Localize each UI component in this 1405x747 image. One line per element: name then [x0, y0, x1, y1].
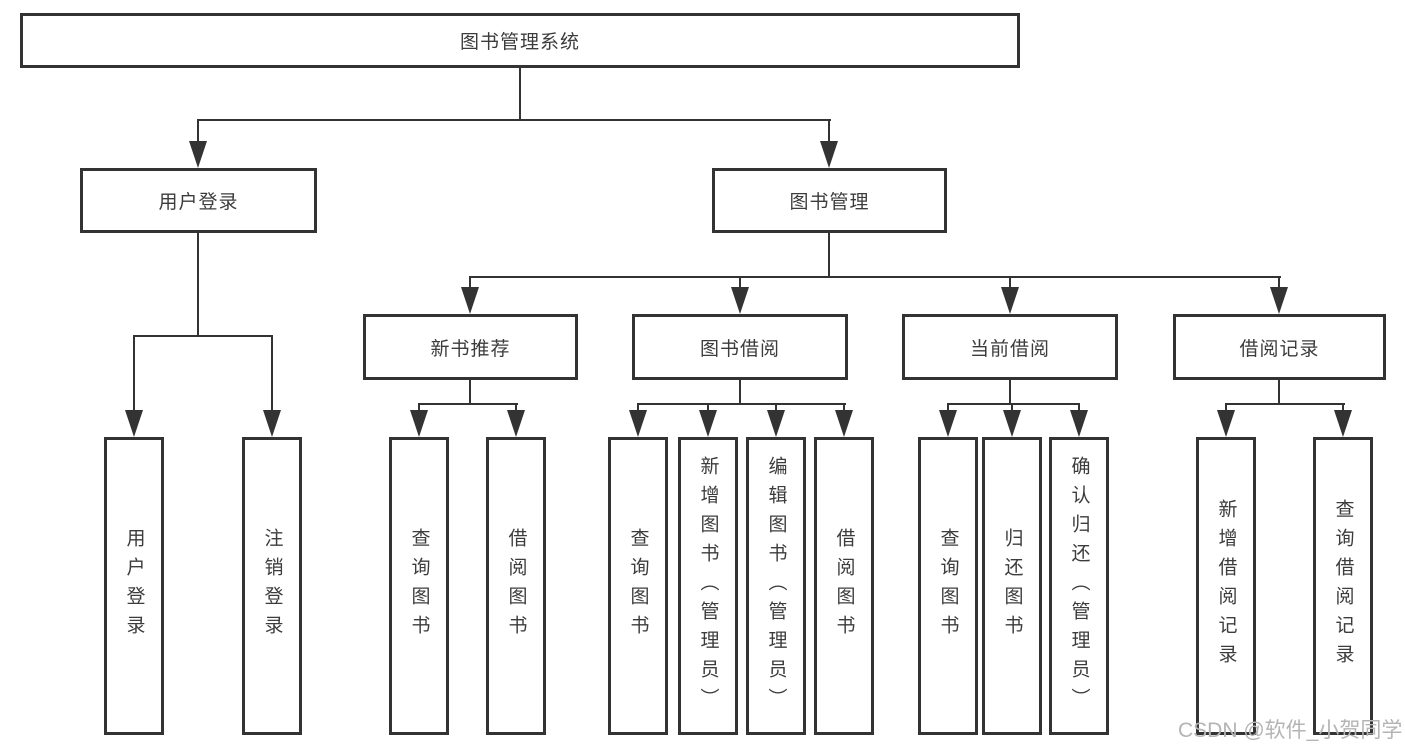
node-root-label: 图书管理系统 — [459, 32, 580, 53]
arrow-down — [461, 287, 479, 314]
connector-vline — [1009, 380, 1011, 405]
connector-vline — [133, 335, 135, 413]
arrow-down — [1217, 410, 1235, 437]
arrow-down — [767, 410, 785, 437]
leaf-query-books-borrowing-label: 查询图书 — [627, 528, 649, 644]
leaf-confirm-return-admin: 确认归还（管理员） — [1049, 437, 1109, 735]
connector-vline — [1278, 380, 1280, 405]
connector-vline — [271, 335, 273, 413]
leaf-add-book-admin-label: 新增图书（管理员） — [697, 455, 719, 717]
leaf-query-books-borrowing: 查询图书 — [608, 437, 668, 735]
connector-vline — [947, 403, 949, 413]
node-user-login: 用户登录 — [80, 168, 317, 233]
connector-vline — [418, 403, 420, 413]
connector-hline — [1225, 403, 1345, 405]
arrow-down — [835, 410, 853, 437]
connector-hline — [469, 276, 1281, 278]
node-current-borrowing-label: 当前借阅 — [969, 338, 1050, 360]
arrow-down — [731, 287, 749, 314]
leaf-return-book-label: 归还图书 — [1001, 528, 1023, 644]
connector-vline — [1225, 403, 1227, 413]
node-root: 图书管理系统 — [20, 13, 1020, 68]
connector-vline — [519, 67, 521, 120]
leaf-edit-book-admin: 编辑图书（管理员） — [746, 437, 806, 735]
connector-vline — [739, 276, 741, 290]
connector-vline — [469, 380, 471, 405]
arrow-down — [189, 141, 207, 168]
arrow-down — [1070, 410, 1088, 437]
connector-hline — [947, 403, 1080, 405]
leaf-query-books-recommend-label: 查询图书 — [408, 528, 430, 644]
leaf-return-book: 归还图书 — [982, 437, 1042, 735]
arrow-down — [263, 410, 281, 437]
arrow-down — [1334, 410, 1352, 437]
arrow-down — [1003, 410, 1021, 437]
arrow-down — [507, 410, 525, 437]
arrow-down — [629, 410, 647, 437]
connector-vline — [1009, 276, 1011, 290]
leaf-add-book-admin: 新增图书（管理员） — [678, 437, 738, 735]
leaf-user-login: 用户登录 — [104, 437, 164, 735]
connector-hline — [197, 119, 831, 121]
connector-vline — [637, 403, 639, 413]
connector-vline — [515, 403, 517, 413]
connector-vline — [843, 403, 845, 413]
arrow-down — [1001, 287, 1019, 314]
node-borrowing-records: 借阅记录 — [1173, 314, 1386, 380]
connector-vline — [1342, 403, 1344, 413]
leaf-add-borrow-record-label: 新增借阅记录 — [1215, 499, 1237, 673]
leaf-logout: 注销登录 — [242, 437, 302, 735]
leaf-add-borrow-record: 新增借阅记录 — [1196, 437, 1256, 735]
arrow-down — [1270, 287, 1288, 314]
node-book-management-label: 图书管理 — [789, 192, 870, 213]
leaf-user-login-label: 用户登录 — [123, 528, 145, 644]
arrow-down — [820, 141, 838, 168]
leaf-query-borrow-record: 查询借阅记录 — [1313, 437, 1373, 735]
connector-vline — [197, 119, 199, 143]
connector-vline — [1278, 276, 1280, 290]
connector-hline — [133, 335, 273, 337]
leaf-borrow-books-recommend-label: 借阅图书 — [505, 528, 527, 644]
node-book-management: 图书管理 — [712, 168, 947, 233]
leaf-borrow-books-borrowing: 借阅图书 — [814, 437, 874, 735]
connector-vline — [1078, 403, 1080, 413]
leaf-confirm-return-admin-label: 确认归还（管理员） — [1068, 455, 1090, 717]
connector-vline — [739, 380, 741, 405]
connector-vline — [775, 403, 777, 413]
arrow-down — [699, 410, 717, 437]
node-current-borrowing: 当前借阅 — [902, 314, 1118, 380]
arrow-down — [410, 410, 428, 437]
connector-vline — [828, 119, 830, 143]
connector-hline — [637, 403, 846, 405]
leaf-borrow-books-borrowing-label: 借阅图书 — [833, 528, 855, 644]
connector-vline — [828, 233, 830, 278]
csdn-watermark: CSDN @软件_小贺同学 — [1178, 719, 1403, 742]
node-new-book-recommend: 新书推荐 — [363, 314, 578, 380]
leaf-query-borrow-record-label: 查询借阅记录 — [1332, 499, 1354, 673]
node-user-login-label: 用户登录 — [158, 192, 239, 213]
node-book-borrowing: 图书借阅 — [632, 314, 848, 380]
arrow-down — [125, 410, 143, 437]
leaf-edit-book-admin-label: 编辑图书（管理员） — [765, 455, 787, 717]
leaf-query-books-current: 查询图书 — [918, 437, 978, 735]
leaf-query-books-current-label: 查询图书 — [937, 528, 959, 644]
leaf-query-books-recommend: 查询图书 — [389, 437, 449, 735]
leaf-logout-label: 注销登录 — [261, 528, 283, 644]
node-book-borrowing-label: 图书借阅 — [699, 338, 780, 360]
node-borrowing-records-label: 借阅记录 — [1239, 338, 1320, 360]
connector-hline — [418, 403, 518, 405]
connector-vline — [1011, 403, 1013, 413]
connector-vline — [707, 403, 709, 413]
connector-vline — [469, 276, 471, 290]
leaf-borrow-books-recommend: 借阅图书 — [486, 437, 546, 735]
node-new-book-recommend-label: 新书推荐 — [430, 338, 511, 360]
connector-vline — [197, 233, 199, 336]
arrow-down — [939, 410, 957, 437]
